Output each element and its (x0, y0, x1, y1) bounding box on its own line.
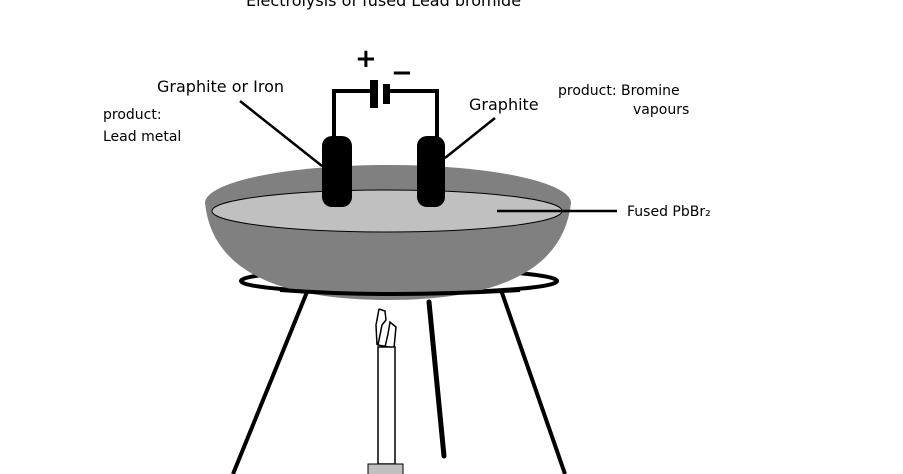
wire-left (332, 89, 371, 138)
candle-holder (367, 463, 404, 474)
label-electrolyte: Fused PbBr₂ (627, 204, 711, 220)
electrode-right (417, 136, 445, 207)
plus-sign: + (355, 44, 377, 74)
electrode-left (322, 136, 352, 207)
candle (377, 346, 396, 465)
tripod-leg-right (499, 289, 567, 474)
diagram-title: Electrolysis of fused Lead bromide (246, 0, 521, 10)
battery-negative-plate (383, 84, 390, 104)
tripod-ring-front (279, 288, 521, 296)
label-anode-product-heading: product: (103, 107, 162, 123)
label-anode-product: Lead metal (103, 129, 181, 145)
battery-positive-plate (370, 80, 378, 108)
label-anode-material: Graphite or Iron (157, 77, 284, 96)
label-cathode-material: Graphite (469, 95, 539, 114)
tripod-leg-back (426, 299, 447, 459)
minus-sign: − (391, 58, 413, 88)
pointer-line-right-electrode (444, 117, 496, 159)
flame-icon (375, 308, 397, 349)
label-cathode-product: product: Bromine (558, 83, 680, 99)
tripod-leg-left (231, 291, 309, 474)
wire-right (389, 89, 439, 138)
pointer-line-left-electrode (239, 100, 323, 167)
label-cathode-product-line2: vapours (633, 102, 689, 118)
bowl (205, 165, 571, 300)
